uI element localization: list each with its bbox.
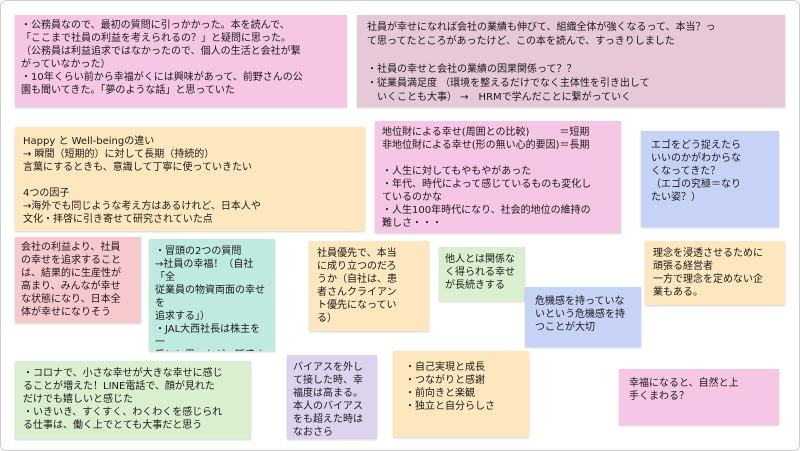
note-text: ・冒頭の2つの質問 →社員の幸福！（自社「全 従業員の物資両面の幸せを 追求する… (155, 246, 265, 351)
note-text: ・公務員なので、最初の質問に引っかかった。本を読んで、 「ここまで社員の利益を考… (21, 20, 303, 96)
sticky-note-two-questions[interactable]: ・冒頭の2つの質問 →社員の幸福！（自社「全 従業員の物資両面の幸せを 追求する… (149, 239, 275, 351)
note-text: ・コロナで、小さな幸せが大きな幸せに感じ ることが増えた！LINE電話で、顔が見… (23, 368, 223, 431)
sticky-note-corona[interactable]: ・コロナで、小さな幸せが大きな幸せに感じ ることが増えた！LINE電話で、顔が見… (15, 361, 251, 439)
note-text: 理念を浸透させるために 頑張る経営者 一方で理念を定めない企 業もある。 (653, 248, 763, 298)
note-text: 会社の利益より、社員 の幸せを追求すること は、結果的に生産性が 高まり、みんな… (21, 242, 121, 318)
sticky-note-positional-goods[interactable]: 地位財による幸せ(周囲との比較) ＝短期 非地位財による幸せ(形の無い心的要因)… (375, 121, 621, 233)
note-text: Happy と Well-beingの違い → 瞬間（短期的）に対して長期（持続… (23, 136, 261, 225)
sticky-note-sense-of-crisis[interactable]: 危機感を持っていな いという危機感を持 つことが大切 (525, 287, 641, 347)
sticky-note-lasting-happiness[interactable]: 他人とは関係な く得られる幸せ が長続きする (439, 247, 525, 301)
note-text: 地位財による幸せ(周囲との比較) ＝短期 非地位財による幸せ(形の無い心的要因)… (382, 127, 592, 229)
sticky-note-company-profit[interactable]: 会社の利益より、社員 の幸せを追求すること は、結果的に生産性が 高まり、みんな… (15, 237, 141, 323)
sticky-note-happy-wellbeing[interactable]: Happy と Well-beingの違い → 瞬間（短期的）に対して長期（持続… (15, 127, 365, 231)
note-text: エゴをどう捉えたら いいのかがわからな くなってきた？ （エゴの究極＝なり たい… (651, 140, 741, 203)
sticky-note-employee-happiness[interactable]: 社員が幸せになれば会社の業績も伸びて、組織全体が強くなるって、本当？っ て思って… (357, 15, 785, 107)
sticky-note-employee-first[interactable]: 社員優先で、本当 に成り立つのだろ うか（自社は、患 者さんクライアン ト優先に… (309, 241, 429, 331)
sticky-note-corporate-philosophy[interactable]: 理念を浸透させるために 頑張る経営者 一方で理念を定めない企 業もある。 (645, 241, 785, 305)
sticky-note-bias[interactable]: バイアスを外し て接した時、幸 福度は高まる。 本人のバイアス をも超えた時は … (287, 355, 377, 439)
note-text: バイアスを外し て接した時、幸 福度は高まる。 本人のバイアス をも超えた時は … (293, 362, 363, 438)
note-text: 社員が幸せになれば会社の業績も伸びて、組織全体が強くなるって、本当？っ て思って… (367, 22, 716, 103)
note-text: 危機感を持っていな いという危機感を持 つことが大切 (535, 296, 625, 333)
note-text: 社員優先で、本当 に成り立つのだろ うか（自社は、患 者さんクライアン ト優先に… (317, 248, 397, 324)
note-text: ・自己実現と成長 ・つながりと感謝 ・前向きと楽観 ・独立と自分らしさ (405, 362, 495, 412)
sticky-note-ego[interactable]: エゴをどう捉えたら いいのかがわからな くなってきた？ （エゴの究極＝なり たい… (641, 131, 779, 227)
sticky-note-civil-servant[interactable]: ・公務員なので、最初の質問に引っかかった。本を読んで、 「ここまで社員の利益を考… (15, 15, 347, 107)
note-text: 他人とは関係な く得られる幸せ が長続きする (445, 254, 515, 291)
note-text: 幸福になると、自然と上 手くまわる？ (629, 378, 739, 402)
sticky-note-four-factors[interactable]: ・自己実現と成長 ・つながりと感謝 ・前向きと楽観 ・独立と自分らしさ (393, 351, 529, 437)
sticky-note-things-go-well[interactable]: 幸福になると、自然と上 手くまわる？ (619, 369, 779, 425)
